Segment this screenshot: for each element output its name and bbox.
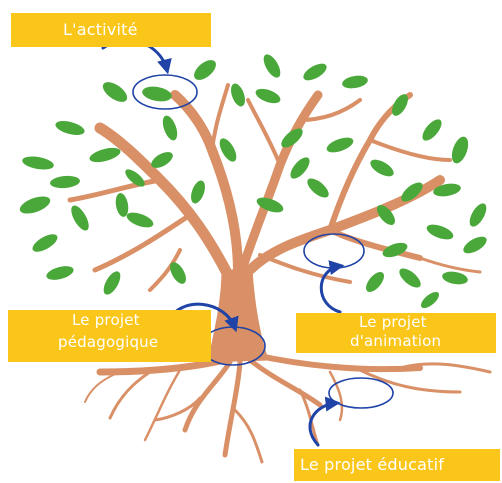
label-activite-text: L'activité xyxy=(63,20,138,39)
tree-roots xyxy=(84,352,492,464)
label-projet-educatif: Le projet éducatif xyxy=(294,449,500,481)
label-animation-line1: Le projet xyxy=(359,313,427,331)
label-projet-animation: Le projet d'animation xyxy=(296,313,496,353)
arrow-educatif xyxy=(308,396,341,447)
circle-animation xyxy=(303,233,365,269)
tree-leaves xyxy=(19,54,487,309)
label-animation-line2: d'animation xyxy=(350,332,442,350)
circle-activite xyxy=(132,74,198,110)
circle-educatif xyxy=(328,377,394,409)
label-pedagogique-line2: pédagogique xyxy=(58,333,159,351)
label-activite: L'activité xyxy=(11,13,211,47)
label-pedagogique-line1: Le projet xyxy=(72,311,140,329)
label-projet-pedagogique: Le projet pédagogique xyxy=(8,310,211,362)
label-educatif-text: Le projet éducatif xyxy=(300,455,445,474)
arrow-animation xyxy=(319,260,345,314)
